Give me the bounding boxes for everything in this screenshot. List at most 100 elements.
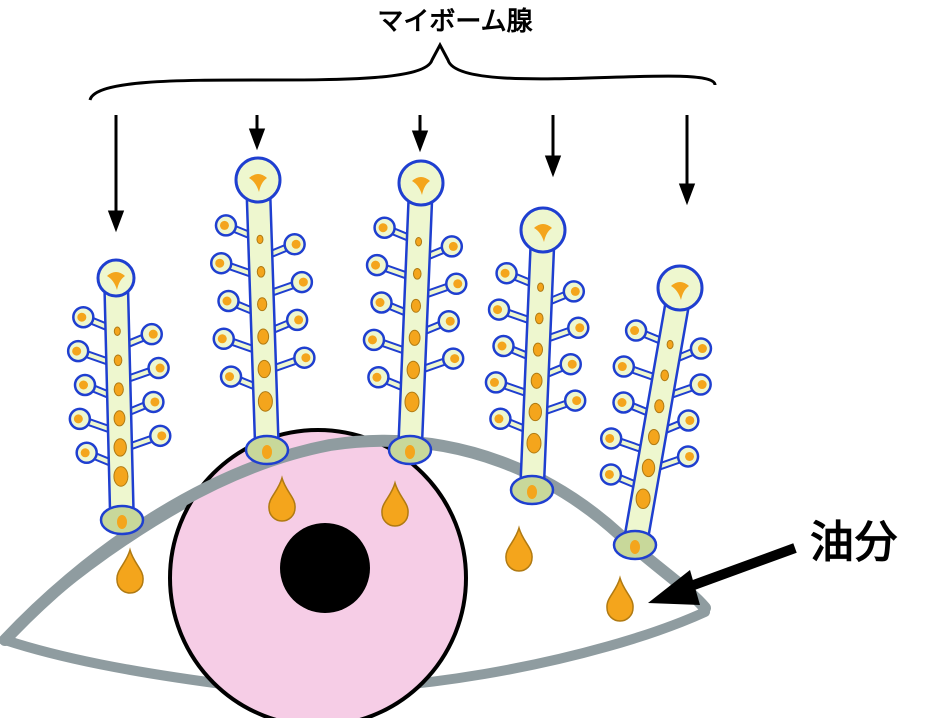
- acinus-oil: [500, 268, 510, 278]
- orifice-oil: [117, 515, 127, 529]
- acinus-oil: [291, 239, 301, 249]
- gland-1: [66, 258, 172, 536]
- duct-oil: [113, 466, 129, 487]
- duct-oil: [537, 282, 545, 292]
- duct-oil: [257, 359, 271, 379]
- duct-oil: [530, 372, 543, 389]
- duct-oil: [410, 298, 422, 313]
- oil-drop: [116, 547, 144, 594]
- acinus-oil: [372, 372, 382, 382]
- acinus-oil: [157, 431, 167, 441]
- acinus-oil: [605, 433, 615, 443]
- head-oil: [671, 282, 689, 300]
- duct-oil: [648, 429, 660, 446]
- oil-label: 油分: [810, 517, 898, 568]
- acinus-oil: [575, 323, 585, 333]
- acinus-oil: [72, 346, 82, 356]
- acinus-oil: [73, 414, 83, 424]
- duct-oil: [408, 329, 421, 346]
- acinus-oil: [697, 344, 707, 354]
- duct-oil: [113, 382, 124, 397]
- duct-oil: [113, 326, 121, 336]
- gland-brace: [88, 41, 717, 101]
- gland-4: [484, 206, 590, 506]
- acinus-oil: [630, 326, 640, 336]
- oil-arrow: [648, 543, 797, 605]
- oil-drops: [116, 475, 634, 622]
- acinus-oil: [367, 335, 377, 345]
- acinus-oil: [77, 312, 87, 322]
- orifice-oil: [630, 540, 640, 554]
- gland-3: [362, 159, 468, 466]
- acinus-oil: [685, 451, 695, 461]
- orifice-oil: [405, 445, 415, 459]
- pupil: [280, 523, 370, 613]
- acinus-oil: [378, 223, 388, 233]
- duct-oil: [635, 488, 651, 510]
- acinus-oil: [79, 380, 88, 390]
- acinus-oil: [294, 315, 304, 325]
- duct-oil: [666, 339, 674, 350]
- acinus-oil: [604, 469, 614, 479]
- head-oil: [534, 224, 552, 242]
- duct-oil: [415, 237, 423, 247]
- acinus-oil: [371, 260, 381, 270]
- acinus-oil: [80, 448, 90, 458]
- duct-oil: [654, 399, 665, 414]
- acinus-oil: [572, 396, 582, 406]
- duct-oil: [257, 328, 270, 345]
- acinus-oil: [494, 414, 504, 424]
- acinus-oil: [150, 397, 160, 407]
- head-oil: [249, 174, 267, 192]
- oil-drop: [268, 475, 296, 522]
- oil-drop: [606, 575, 634, 622]
- meibomian-glands: [66, 156, 713, 561]
- acinus-oil: [617, 398, 627, 407]
- orifice-oil: [527, 485, 537, 499]
- duct-oil: [256, 265, 266, 278]
- gland-2: [209, 156, 316, 466]
- duct-oil: [412, 267, 422, 280]
- duct-oil: [660, 369, 670, 382]
- head-oil: [412, 177, 430, 195]
- gland-5: [599, 264, 713, 561]
- acinus-oil: [617, 362, 627, 372]
- acinus-oil: [222, 296, 232, 306]
- duct-oil: [113, 410, 126, 427]
- head-oil: [107, 272, 125, 290]
- duct-oil: [113, 354, 123, 367]
- duct-oil: [406, 360, 420, 380]
- acinus-oil: [493, 305, 503, 315]
- duct-oil: [534, 312, 544, 325]
- orifice-oil: [262, 445, 272, 459]
- acinus-oil: [453, 279, 463, 289]
- duct-oil: [256, 234, 264, 245]
- acinus-oil: [375, 298, 385, 307]
- acinus-oil: [219, 220, 229, 230]
- duct-oil: [532, 342, 544, 357]
- acinus-oil: [155, 363, 165, 373]
- acinus-oil: [697, 380, 707, 390]
- duct-oil: [113, 438, 127, 457]
- duct-oil: [257, 391, 273, 412]
- oil-drop: [381, 480, 409, 527]
- duct-oil: [404, 391, 420, 413]
- duct-oil: [257, 297, 268, 312]
- duct-oil: [528, 402, 542, 422]
- pointer-arrows: [107, 115, 696, 233]
- acinus-oil: [489, 377, 499, 387]
- acinus-oil: [685, 415, 695, 425]
- duct-oil: [641, 458, 656, 478]
- acinus-oil: [570, 286, 580, 296]
- acinus-oil: [217, 334, 227, 344]
- acinus-oil: [497, 341, 507, 351]
- title-label: マイボーム腺: [377, 7, 533, 37]
- oil-drop: [505, 525, 533, 572]
- acinus-oil: [225, 372, 235, 382]
- acinus-oil: [301, 353, 311, 363]
- duct-oil: [526, 432, 542, 454]
- acinus-oil: [215, 258, 225, 268]
- acinus-oil: [298, 277, 308, 287]
- acinus-oil: [445, 316, 455, 326]
